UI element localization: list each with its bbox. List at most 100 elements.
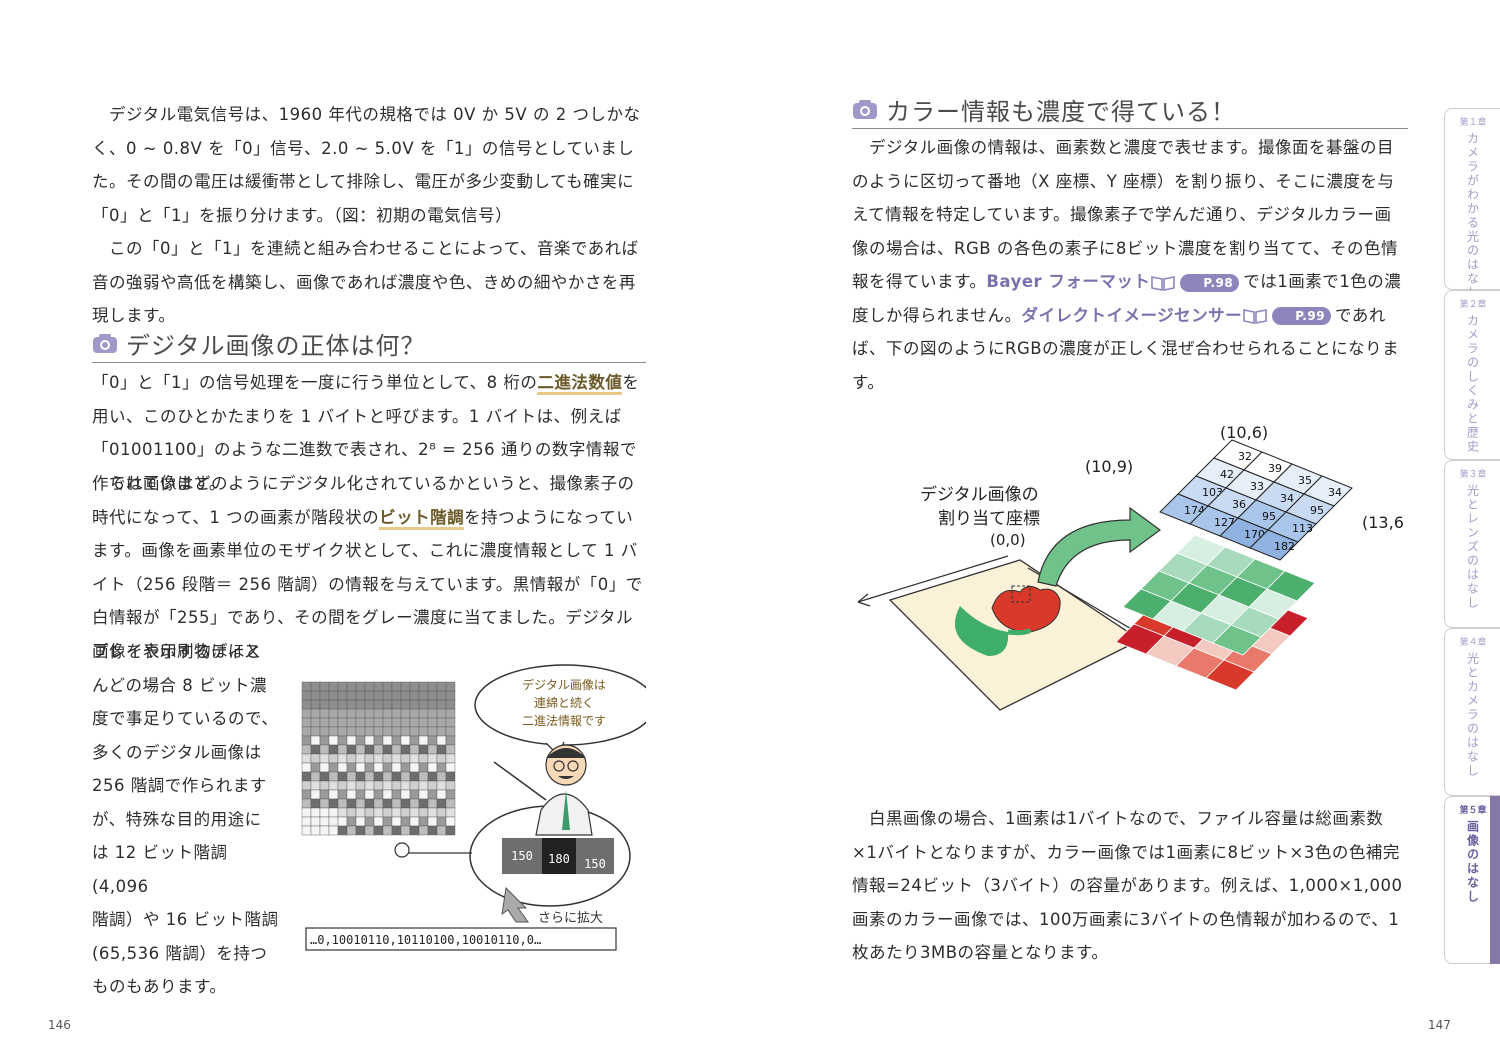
pixel-cell — [364, 708, 375, 719]
pixel-cell — [337, 726, 348, 737]
pixel-cell — [355, 753, 366, 764]
pixel-cell — [319, 681, 330, 692]
pixel-cell — [337, 816, 348, 827]
pixel-cell — [436, 717, 447, 728]
pixel-cell — [391, 735, 402, 746]
pixel-cell — [445, 690, 456, 701]
pixel-cell — [337, 753, 348, 764]
pixel-cell — [337, 690, 348, 701]
grid-value: 32 — [1238, 450, 1252, 463]
book-icon — [1243, 309, 1267, 324]
ref-bayer[interactable]: Bayer フォーマット — [986, 272, 1151, 291]
pixel-cell — [337, 699, 348, 710]
pixel-cell — [337, 798, 348, 809]
pixel-cell — [427, 798, 438, 809]
pixel-cell — [436, 762, 447, 773]
pixel-cell — [337, 708, 348, 719]
pixel-cell — [301, 780, 312, 791]
pixel-cell — [310, 807, 321, 818]
pixel-cell — [409, 717, 420, 728]
pixel-cell — [310, 744, 321, 755]
grid-value: 33 — [1250, 480, 1264, 493]
pixel-cell — [364, 789, 375, 800]
pixel-cell — [364, 807, 375, 818]
pixel-cell — [328, 690, 339, 701]
pixel-cell — [346, 789, 357, 800]
pixel-cell — [301, 699, 312, 710]
pixel-cell — [391, 762, 402, 773]
pixel-cell — [445, 726, 456, 737]
tab-chapter-3[interactable]: 第３章 光とレンズのはなし — [1444, 460, 1500, 628]
pixel-cell — [355, 780, 366, 791]
pixel-cell — [355, 816, 366, 827]
pixel-cell — [427, 726, 438, 737]
pixel-cell — [346, 708, 357, 719]
tab-chapter-2[interactable]: 第２章 カメラのしくみと歴史 — [1444, 290, 1500, 460]
pixel-cell — [445, 744, 456, 755]
ref-direct-sensor[interactable]: ダイレクトイメージセンサー — [1021, 305, 1243, 325]
pixel-cell — [364, 798, 375, 809]
pixel-cell — [445, 825, 456, 836]
pixel-cell — [382, 744, 393, 755]
pixel-cell — [310, 753, 321, 764]
pixel-cell — [382, 690, 393, 701]
pixel-cell — [436, 735, 447, 746]
pixel-cell — [427, 708, 438, 719]
right-paragraph-1: デジタル画像の情報は、画素数と濃度で表せます。撮像面を碁盤の目のように区切って番… — [852, 138, 1402, 392]
page-ref-badge[interactable]: P.98 — [1180, 273, 1240, 292]
pixel-cell — [409, 708, 420, 719]
pixel-cell — [364, 744, 375, 755]
pixel-cell — [409, 726, 420, 737]
pixel-cell — [436, 681, 447, 692]
pixel-cell — [436, 753, 447, 764]
pixel-cell — [391, 726, 402, 737]
pixel-cell — [418, 753, 429, 764]
origin-label: (0,0) — [990, 531, 1026, 549]
binary-strip: …0,10010110,10110100,10010110,0… — [310, 933, 541, 947]
pixel-cell — [400, 807, 411, 818]
pixel-cell — [382, 825, 393, 836]
narrow-line: プレイや印刷物はほと — [92, 642, 262, 661]
pixel-cell — [436, 816, 447, 827]
pixel-cell — [310, 726, 321, 737]
pixel-cell — [427, 744, 438, 755]
narrow-line: 階調）や 16 ビット階調 — [92, 910, 279, 929]
pixel-cell — [328, 762, 339, 773]
pixel-cell — [436, 744, 447, 755]
pixel-cell — [346, 825, 357, 836]
layer-cell — [1205, 659, 1255, 691]
pixel-cell — [391, 681, 402, 692]
pixel-cell — [445, 681, 456, 692]
pixel-cell — [409, 825, 420, 836]
narrow-line: (65,536 階調）を持つ — [92, 943, 268, 963]
pixel-cell — [346, 771, 357, 782]
pixel-cell — [328, 744, 339, 755]
pixel-cell — [418, 735, 429, 746]
pixel-cell — [382, 816, 393, 827]
pixel-cell — [319, 717, 330, 728]
page-number-left: 146 — [48, 1018, 71, 1032]
pixel-value-2: 180 — [548, 852, 570, 866]
page-ref-badge[interactable]: P.99 — [1272, 307, 1332, 325]
pixel-cell — [427, 807, 438, 818]
pixel-cell — [310, 708, 321, 719]
pixel-cell — [310, 699, 321, 710]
pixel-cell — [319, 780, 330, 791]
pixel-cell — [319, 807, 330, 818]
pixel-cell — [427, 699, 438, 710]
tab-chapter-4[interactable]: 第４章 光とカメラのはなし — [1444, 628, 1500, 796]
pixel-cell — [373, 744, 384, 755]
pixel-cell — [328, 681, 339, 692]
pixel-cell — [400, 798, 411, 809]
pixel-cell — [301, 735, 312, 746]
pixel-cell — [436, 771, 447, 782]
pixel-cell — [310, 717, 321, 728]
pixel-cell — [382, 798, 393, 809]
pixel-cell — [400, 717, 411, 728]
pixel-cell — [337, 735, 348, 746]
pixel-cell — [391, 690, 402, 701]
pixel-cell — [391, 816, 402, 827]
grid-value: 182 — [1274, 540, 1295, 553]
tab-chapter-1[interactable]: 第１章 カメラがわかる光のはなし — [1444, 108, 1500, 300]
